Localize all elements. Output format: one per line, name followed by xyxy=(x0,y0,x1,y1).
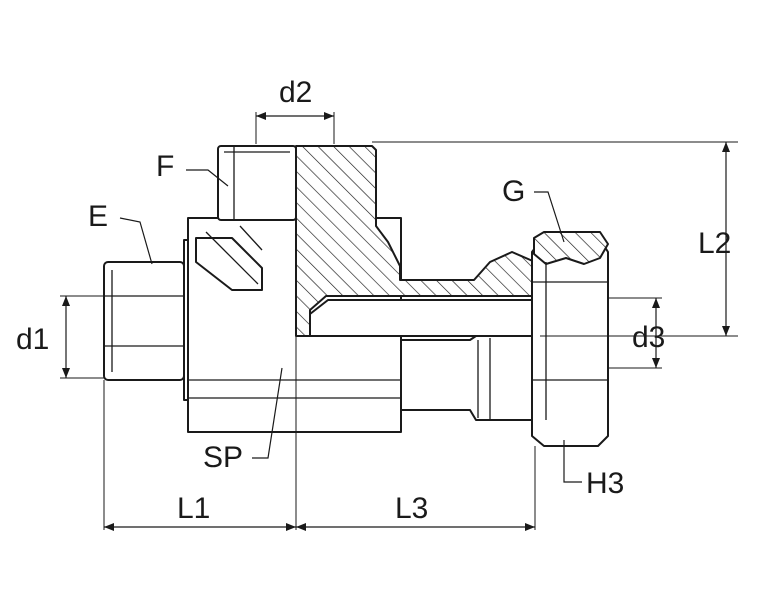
left-threaded-stud xyxy=(103,239,197,401)
label-H3: H3 xyxy=(586,467,624,500)
leader-G xyxy=(534,191,565,243)
bore-channel xyxy=(309,299,536,337)
leader-SP xyxy=(252,367,283,459)
dimension-L2 xyxy=(722,142,730,336)
leader-E xyxy=(119,217,153,265)
leader-H3 xyxy=(563,440,582,483)
right-tube-stub xyxy=(400,335,533,421)
label-E: E xyxy=(88,200,108,233)
leader-F xyxy=(186,169,229,187)
dimension-d1 xyxy=(62,296,70,378)
dimension-d3 xyxy=(652,298,660,368)
label-F: F xyxy=(156,150,174,183)
union-nut xyxy=(531,231,609,447)
top-port xyxy=(217,145,297,221)
label-L1: L1 xyxy=(177,492,210,525)
label-L3: L3 xyxy=(395,492,428,525)
dimension-d2 xyxy=(256,112,334,120)
label-d2: d2 xyxy=(279,76,312,109)
dimension-L3 xyxy=(296,523,535,531)
dimension-L1 xyxy=(104,523,296,531)
label-SP: SP xyxy=(203,441,243,474)
label-G: G xyxy=(502,175,525,208)
label-d1: d1 xyxy=(16,323,49,356)
label-d3: d3 xyxy=(632,321,665,354)
label-L2: L2 xyxy=(698,227,731,260)
